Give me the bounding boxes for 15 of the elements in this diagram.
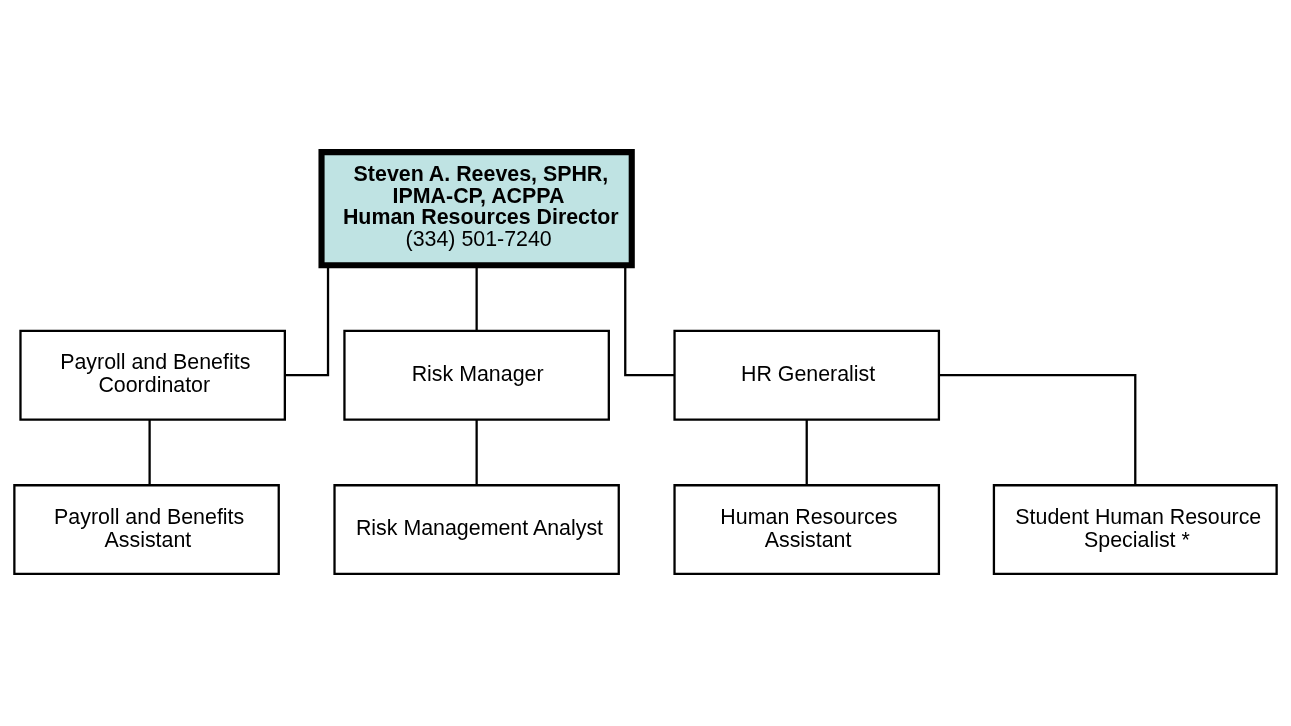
node-box: Student Human Resource Specialist * (992, 484, 1278, 576)
node-box: Human Resources Assistant (673, 484, 941, 576)
connector (805, 419, 808, 485)
node-box: Steven A. Reeves, SPHR, IPMA-CP, ACPPA Human Resources Director (334) 501-7240 (318, 149, 635, 269)
connector (475, 419, 478, 485)
node-box: HR Generalist (673, 329, 941, 421)
node-box: Payroll and Benefits Coordinator (19, 329, 286, 421)
connector (475, 265, 478, 331)
connector (624, 265, 675, 377)
connector (285, 265, 330, 377)
connector (938, 374, 1137, 485)
node-box: Risk Manager (343, 329, 610, 421)
node-box: Risk Management Analyst (333, 484, 620, 576)
node-box: Payroll and Benefits Assistant (13, 484, 280, 576)
connector (148, 419, 151, 485)
